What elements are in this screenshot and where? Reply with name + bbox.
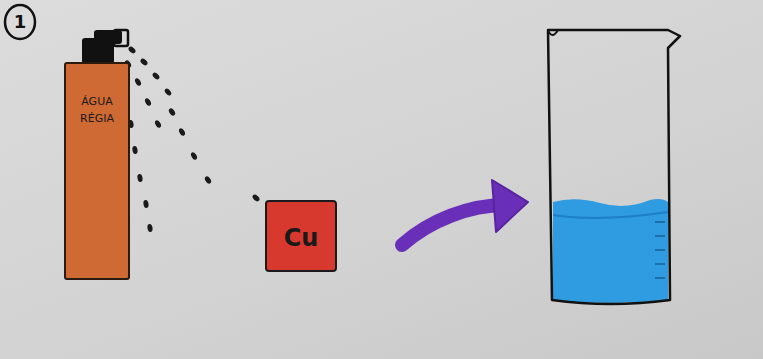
beaker (548, 30, 680, 304)
spray-droplets (123, 46, 261, 233)
callout-number: 1 (5, 8, 35, 36)
reaction-arrow (402, 180, 528, 245)
bottle-label: ÁGUA RÉGIA (70, 94, 124, 127)
copper-block: Cu (265, 200, 337, 272)
spray-bottle: ÁGUA RÉGIA (64, 62, 130, 280)
callout-circle (5, 5, 35, 39)
spray-nozzle (82, 30, 128, 64)
element-symbol: Cu (271, 220, 331, 256)
